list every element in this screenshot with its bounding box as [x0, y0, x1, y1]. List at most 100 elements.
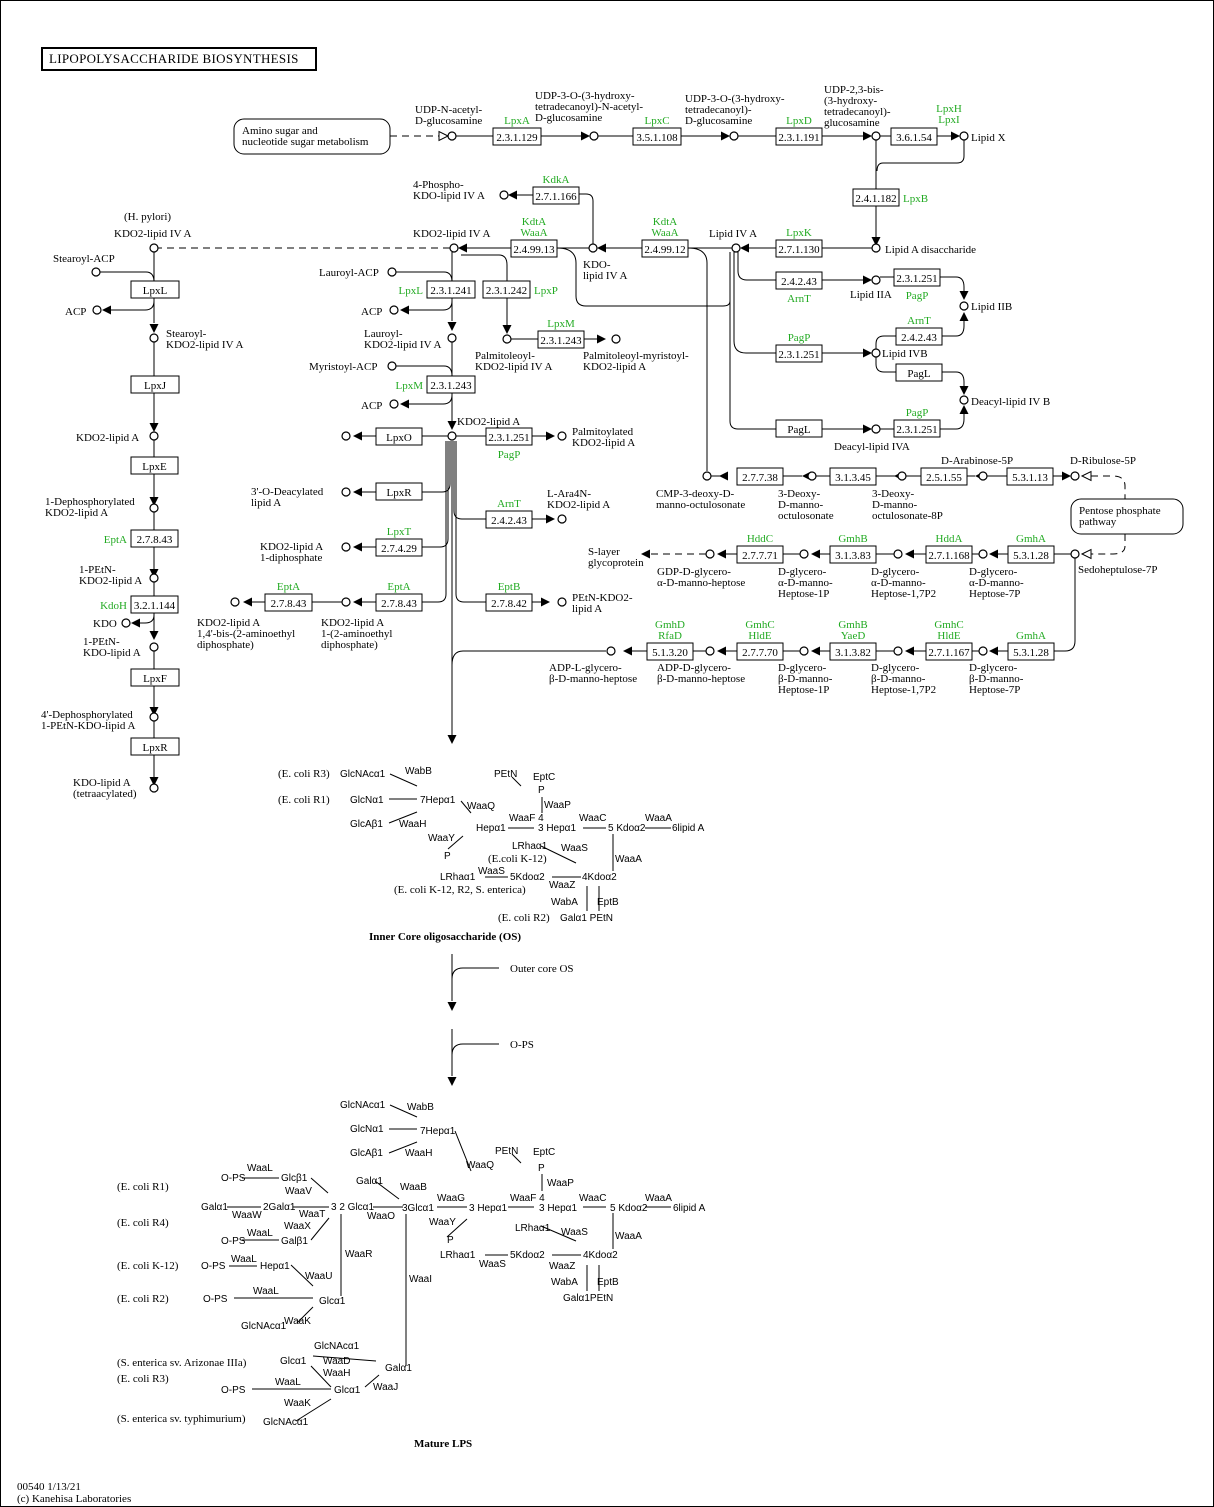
ec-number[interactable]: 2.3.1.251 [896, 424, 937, 436]
compound-node[interactable] [149, 333, 159, 343]
compound-node[interactable] [149, 712, 159, 722]
gene-name[interactable]: HddA [936, 533, 963, 545]
ec-number[interactable]: 2.3.1.191 [778, 132, 819, 144]
ec-number[interactable]: 2.4.99.12 [644, 244, 685, 256]
compound-node[interactable] [92, 305, 102, 315]
gene-box-label[interactable]: LpxE [142, 461, 167, 473]
gene-box-pagL2[interactable]: PagL [775, 419, 823, 438]
ec-number[interactable]: 5.3.1.13 [1012, 472, 1048, 484]
ec-number[interactable]: 3.1.3.45 [835, 472, 871, 484]
compound-node[interactable] [447, 131, 457, 141]
compound-node[interactable] [499, 190, 509, 200]
gene-name[interactable]: KdkA [543, 174, 570, 186]
gene-name[interactable]: PagP [906, 407, 929, 419]
gene-box-lpxJ[interactable]: LpxJ [130, 375, 180, 394]
gene-name[interactable]: LpxK [786, 227, 812, 239]
ec-number[interactable]: 2.4.1.182 [855, 193, 896, 205]
compound-node[interactable] [1070, 471, 1080, 481]
compound-node[interactable] [606, 646, 616, 656]
ec-number[interactable]: 3.6.1.54 [896, 132, 932, 144]
compound-node[interactable] [149, 503, 159, 513]
ec-number[interactable]: 2.7.4.29 [381, 543, 417, 555]
ec-number[interactable]: 5.1.3.20 [652, 647, 688, 659]
compound-node[interactable] [387, 361, 397, 371]
gene-name[interactable]: PagP [498, 449, 521, 461]
compound-node[interactable] [871, 424, 881, 434]
ec-number[interactable]: 2.3.1.243 [540, 335, 582, 347]
compound-node[interactable] [1070, 549, 1080, 559]
compound-node[interactable] [230, 597, 240, 607]
compound-node[interactable] [705, 549, 715, 559]
gene-name[interactable]: PagP [788, 332, 811, 344]
compound-node[interactable] [705, 646, 715, 656]
ec-number[interactable]: 5.3.1.28 [1013, 647, 1049, 659]
ec-number[interactable]: 2.7.8.43 [137, 534, 173, 546]
gene-name[interactable]: ArnT [787, 293, 811, 305]
ec-number[interactable]: 2.7.1.166 [535, 191, 577, 203]
gene-name[interactable]: EptA [277, 581, 300, 593]
compound-node[interactable] [447, 333, 457, 343]
gene-name[interactable]: LpxL [399, 285, 424, 297]
gene-box-label[interactable]: LpxR [386, 487, 412, 499]
enzyme-e27[interactable]: 2.5.1.55 [920, 467, 968, 486]
gene-box-label[interactable]: LpxR [142, 742, 168, 754]
compound-node[interactable] [978, 646, 988, 656]
enzyme-box[interactable] [426, 280, 476, 299]
ec-number[interactable]: 2.4.2.43 [781, 276, 817, 288]
gene-box-label[interactable]: PagL [787, 424, 811, 436]
gene-box-label[interactable]: LpxL [143, 285, 168, 297]
compound-node[interactable] [589, 131, 599, 141]
ec-number[interactable]: 2.4.2.43 [901, 332, 937, 344]
gene-name[interactable]: EptA [104, 534, 127, 546]
compound-node[interactable] [959, 301, 969, 311]
compound-node[interactable] [959, 395, 969, 405]
compound-node[interactable] [978, 471, 988, 481]
gene-box-label[interactable]: PagL [907, 368, 931, 380]
gene-name[interactable]: EptB [498, 581, 521, 593]
gene-box-lpxO[interactable]: LpxO [375, 427, 423, 446]
ec-number[interactable]: 2.4.99.13 [513, 244, 555, 256]
gene-name[interactable]: EptA [387, 581, 410, 593]
compound-node[interactable] [959, 131, 969, 141]
compound-node[interactable] [978, 549, 988, 559]
ec-number[interactable]: 2.3.1.129 [496, 132, 538, 144]
compound-node[interactable] [149, 783, 159, 793]
gene-name[interactable]: GmhA [1016, 533, 1046, 545]
compound-node[interactable] [387, 267, 397, 277]
compound-node[interactable] [871, 243, 881, 253]
compound-node[interactable] [893, 549, 903, 559]
compound-node[interactable] [893, 646, 903, 656]
gene-name[interactable]: KdoH [100, 600, 127, 612]
ec-number[interactable]: 3.1.3.83 [835, 550, 871, 562]
gene-box-label[interactable]: LpxO [386, 432, 412, 444]
ec-number[interactable]: 2.7.7.38 [742, 472, 778, 484]
gene-name[interactable]: LpxM [396, 380, 424, 392]
compound-node[interactable] [149, 431, 159, 441]
compound-node[interactable] [897, 471, 907, 481]
